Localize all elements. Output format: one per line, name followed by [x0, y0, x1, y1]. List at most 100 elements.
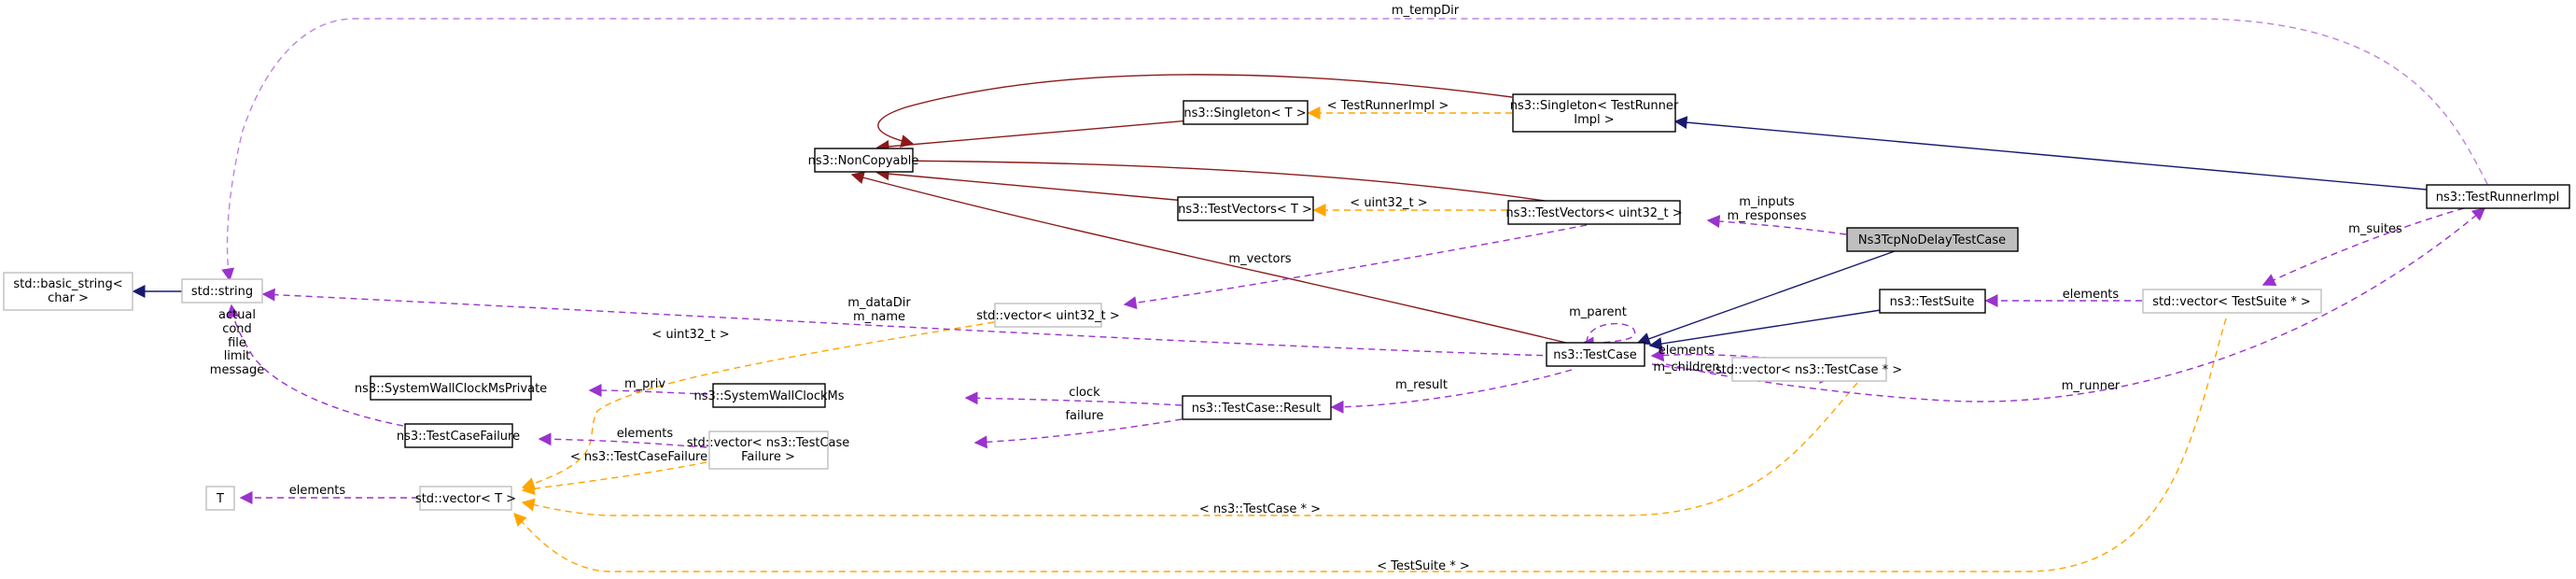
edge-testcase-parent-self — [1580, 322, 1636, 350]
svg-text:std::vector< ns3::TestCase: std::vector< ns3::TestCase — [687, 436, 850, 450]
svg-text:std::vector< ns3::TestCase * >: std::vector< ns3::TestCase * > — [1715, 363, 1902, 377]
node-testcase-result[interactable]: ns3::TestCase::Result — [1182, 395, 1332, 420]
svg-text:Impl >: Impl > — [1574, 113, 1614, 127]
edge-label-elements-failure: elements — [617, 427, 674, 441]
edge-label-file: file — [228, 336, 246, 350]
svg-text:ns3::TestVectors< uint32_t >: ns3::TestVectors< uint32_t > — [1505, 206, 1682, 220]
svg-text:ns3::SystemWallClockMs: ns3::SystemWallClockMs — [693, 389, 844, 403]
svg-text:ns3::TestCase::Result: ns3::TestCase::Result — [1192, 402, 1321, 416]
node-singleton-t[interactable]: ns3::Singleton< T > — [1183, 100, 1309, 125]
edge-focus-testcase — [1636, 250, 1896, 346]
edge-label-m-children: m_children — [1653, 360, 1719, 374]
svg-text:ns3::TestCaseFailure: ns3::TestCaseFailure — [397, 430, 520, 444]
edge-label-m-runner: m_runner — [2062, 379, 2121, 393]
svg-text:std::vector< TestSuite * >: std::vector< TestSuite * > — [2152, 295, 2311, 309]
edge-label-m-responses: m_responses — [1728, 209, 1807, 223]
edge-result-vectorfailure — [973, 418, 1183, 449]
edge-label-actual: actual — [218, 308, 256, 322]
svg-text:std::vector< T >: std::vector< T > — [415, 492, 516, 506]
edge-label-limit: limit — [224, 349, 251, 363]
svg-text:ns3::Singleton< T >: ns3::Singleton< T > — [1183, 106, 1306, 120]
node-vector-testcasefailure[interactable]: std::vector< ns3::TestCase Failure > — [687, 431, 850, 470]
edge-vectortestsuite-vectorT — [513, 318, 2227, 572]
node-vector-uint32[interactable]: std::vector< uint32_t > — [976, 303, 1120, 328]
edge-label-m-priv: m_priv — [624, 377, 665, 391]
edge-testcase-noncopyable — [850, 171, 1567, 344]
edge-singletont-noncopyable — [875, 120, 1191, 153]
edge-testsuite-testcase — [1648, 309, 1882, 351]
svg-text:Failure >: Failure > — [741, 450, 795, 464]
nodes: std::basic_string< char > std::string ns… — [3, 93, 2570, 511]
edge-label-elements-testcase: elements — [1659, 344, 1715, 358]
edge-label-m-vectors: m_vectors — [1228, 252, 1291, 266]
edge-label-message: message — [210, 363, 264, 377]
svg-text:Ns3TcpNoDelayTestCase: Ns3TcpNoDelayTestCase — [1858, 233, 2006, 247]
node-vector-T[interactable]: std::vector< T > — [415, 486, 516, 511]
edge-label-tmpl-uint32: < uint32_t > — [1350, 196, 1427, 210]
edge-singletonrunner-noncopyable — [877, 74, 1513, 148]
edge-testrunnerimpl-string-tempdir — [221, 18, 2488, 282]
node-noncopyable[interactable]: ns3::NonCopyable — [808, 148, 919, 173]
edge-label-tmpl-failure: < ns3::TestCaseFailure > — [570, 450, 721, 464]
edge-focus-testvectorsu32 — [1706, 215, 1847, 235]
node-testrunnerimpl[interactable]: ns3::TestRunnerImpl — [2426, 184, 2570, 209]
node-systemwallclockms[interactable]: ns3::SystemWallClockMs — [693, 383, 845, 408]
node-T[interactable]: T — [205, 486, 235, 511]
edge-label-cond: cond — [222, 322, 252, 336]
edge-testcasefailure-string — [226, 304, 404, 427]
node-systemwallclockmsprivate[interactable]: ns3::SystemWallClockMsPrivate — [355, 375, 547, 401]
edge-testrunnerimpl-singletonrunner — [1673, 116, 2428, 191]
edge-label-m-datadir: m_dataDir — [847, 296, 911, 310]
svg-text:ns3::Singleton< TestRunner: ns3::Singleton< TestRunner — [1510, 99, 1679, 113]
edge-label-m-name: m_name — [853, 310, 905, 324]
edge-label-m-suites: m_suites — [2348, 222, 2402, 236]
node-testvectors-uint32[interactable]: ns3::TestVectors< uint32_t > — [1505, 200, 1683, 225]
edge-label-elements-suite: elements — [2063, 288, 2120, 302]
edge-result-syswall — [964, 391, 1183, 406]
edge-testvectorst-noncopyable — [875, 167, 1186, 202]
svg-text:std::string: std::string — [191, 285, 253, 299]
svg-text:ns3::TestCase: ns3::TestCase — [1553, 348, 1636, 362]
svg-text:T: T — [216, 492, 224, 506]
svg-text:ns3::NonCopyable: ns3::NonCopyable — [808, 154, 919, 168]
edge-label-m-result: m_result — [1395, 378, 1448, 392]
svg-text:char >: char > — [48, 291, 89, 305]
edge-testrunnerimpl-vectortestsuite — [2261, 207, 2465, 287]
svg-text:ns3::TestSuite: ns3::TestSuite — [1890, 295, 1975, 309]
edge-testvectorsu32-vectoru32 — [1123, 224, 1588, 310]
edge-label-m-parent: m_parent — [1569, 305, 1627, 319]
node-testsuite[interactable]: ns3::TestSuite — [1879, 289, 1986, 314]
edge-label-m-tempdir: m_tempDir — [1392, 4, 1460, 18]
node-testcasefailure[interactable]: ns3::TestCaseFailure — [397, 423, 520, 448]
edge-label-failure: failure — [1065, 409, 1103, 423]
edge-label-m-inputs: m_inputs — [1739, 195, 1795, 209]
node-std-string[interactable]: std::string — [181, 278, 263, 304]
edge-labels: m_tempDir < TestRunnerImpl > < uint32_t … — [210, 4, 2402, 573]
node-vector-testsuite[interactable]: std::vector< TestSuite * > — [2142, 289, 2322, 314]
edge-label-tmpl-uint32-vector: < uint32_t > — [651, 328, 729, 342]
edge-testcase-result — [1330, 369, 1573, 414]
edge-label-tmpl-testcase: < ns3::TestCase * > — [1199, 502, 1321, 516]
edge-label-elements-t: elements — [289, 484, 346, 498]
edge-vectorfailure-vectorT — [521, 461, 707, 496]
edge-vectorfailure-testcasefailure — [538, 432, 707, 448]
edge-label-tmpl-testrunnerimpl: < TestRunnerImpl > — [1327, 99, 1449, 113]
node-testcase[interactable]: ns3::TestCase — [1546, 342, 1645, 367]
svg-text:std::basic_string<: std::basic_string< — [13, 277, 122, 291]
node-vector-testcase[interactable]: std::vector< ns3::TestCase * > — [1715, 357, 1902, 382]
svg-text:ns3::TestVectors< T >: ns3::TestVectors< T > — [1178, 203, 1312, 217]
edge-vectoru32-vectorT — [521, 321, 995, 490]
node-singleton-testrunnerimpl[interactable]: ns3::Singleton< TestRunner Impl > — [1510, 93, 1679, 133]
node-basic-string[interactable]: std::basic_string< char > — [3, 272, 133, 311]
edge-label-tmpl-testsuite: < TestSuite * > — [1377, 559, 1469, 573]
edge-testcase-string — [261, 288, 1555, 357]
svg-text:ns3::TestRunnerImpl: ns3::TestRunnerImpl — [2436, 191, 2560, 205]
node-ns3tcpnodelaytestcase[interactable]: Ns3TcpNoDelayTestCase — [1846, 227, 2019, 252]
edge-syswall-syswallpriv — [588, 384, 708, 398]
edge-label-clock: clock — [1069, 386, 1100, 400]
svg-text:ns3::SystemWallClockMsPrivate: ns3::SystemWallClockMsPrivate — [355, 382, 547, 396]
node-testvectors-t[interactable]: ns3::TestVectors< T > — [1177, 196, 1314, 221]
svg-text:std::vector< uint32_t >: std::vector< uint32_t > — [976, 309, 1120, 323]
edge-testvectorsu32-noncopyable — [874, 154, 1546, 202]
